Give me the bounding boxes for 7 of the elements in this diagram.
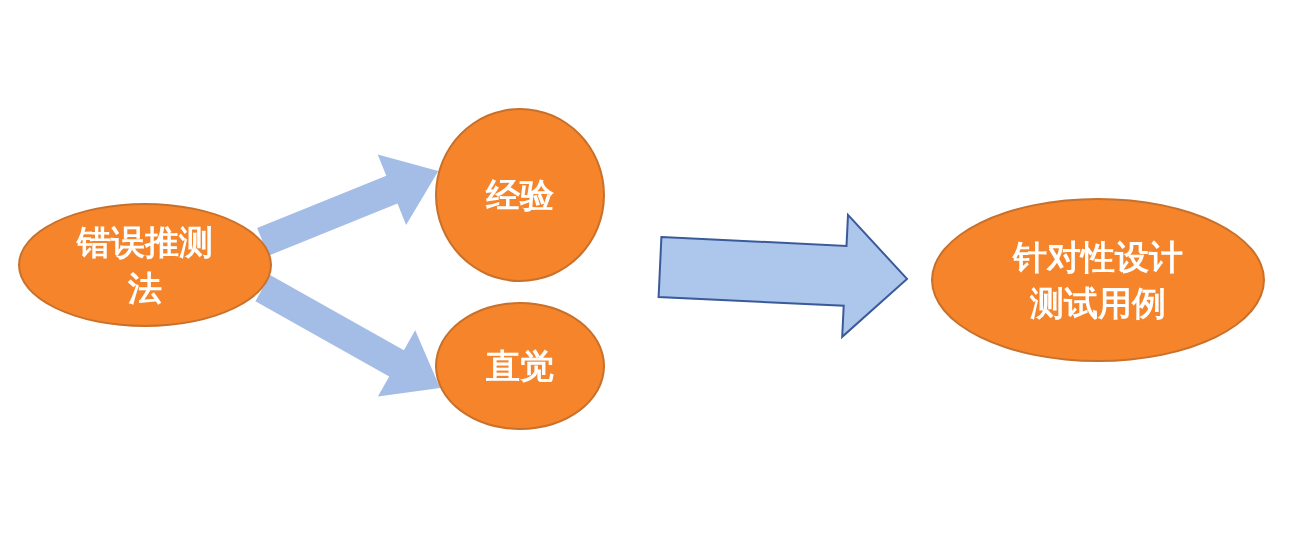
block-arrow xyxy=(657,212,909,340)
block-arrow xyxy=(255,275,441,397)
node-label: 针对性设计测试用例 xyxy=(1011,236,1184,325)
node-label: 直觉 xyxy=(485,345,555,388)
block-arrow xyxy=(257,154,439,256)
node-label: 经验 xyxy=(484,174,555,217)
node-label: 错误推测法 xyxy=(75,221,214,310)
